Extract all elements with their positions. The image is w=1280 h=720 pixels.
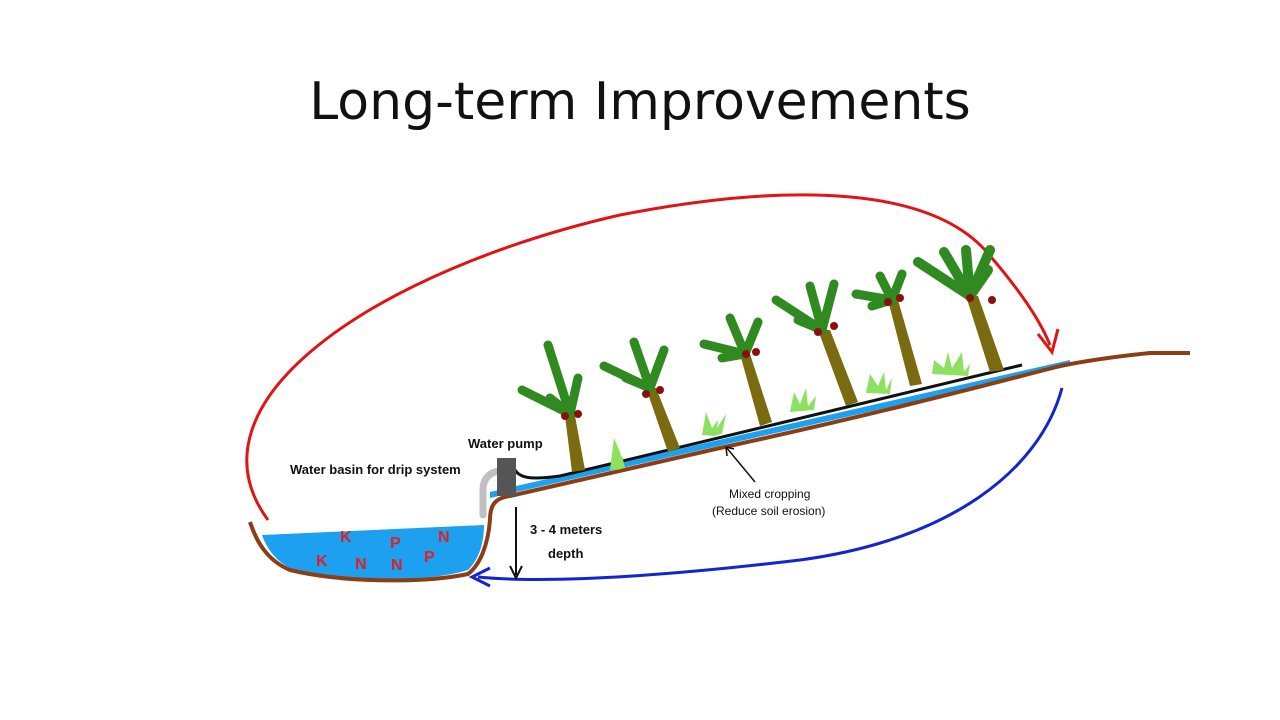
crop-plant-icon [790,388,816,412]
palm-tree-icon [771,279,858,406]
crop-plant-icon [932,352,970,376]
nutrient-label: P [390,535,401,552]
water-basin [248,519,492,583]
nutrient-label: P [424,549,435,566]
palm-trees [517,245,1004,472]
nutrient-label: K [340,529,352,546]
palm-tree-icon [699,313,772,426]
ground-soil-line [488,351,1190,521]
slope-water-layer [490,360,1070,498]
crop-plant-icon [702,412,726,436]
depth-label: 3 - 4 meters [530,522,602,537]
water-pump-icon [497,458,516,496]
red-return-arrow [245,193,1060,521]
palm-tree-icon [913,245,1004,372]
water-pump-label: Water pump [468,436,543,451]
palm-tree-icon [599,337,680,452]
mixed-cropping-label: Mixed cropping [729,487,810,501]
nutrient-label: N [391,557,403,574]
palm-tree-icon [517,340,585,472]
nutrients: K P N K N N P [316,529,450,574]
blue-flow-arrow [468,387,1064,588]
palm-tree-icon [851,269,922,386]
crop-plant-icon [610,438,625,470]
depth-label: depth [548,546,583,561]
depth-arrow [509,507,523,581]
crop-plants [610,352,970,470]
water-basin-label: Water basin for drip system [290,462,461,477]
crop-plant-icon [866,372,892,394]
nutrient-label: N [438,529,450,546]
drip-pipe [513,363,1023,480]
page-title: Long-term Improvements [309,72,971,132]
mixed-cropping-pointer [725,446,756,483]
nutrient-label: K [316,553,328,570]
mixed-cropping-label: (Reduce soil erosion) [712,504,825,518]
nutrient-label: N [355,556,367,573]
